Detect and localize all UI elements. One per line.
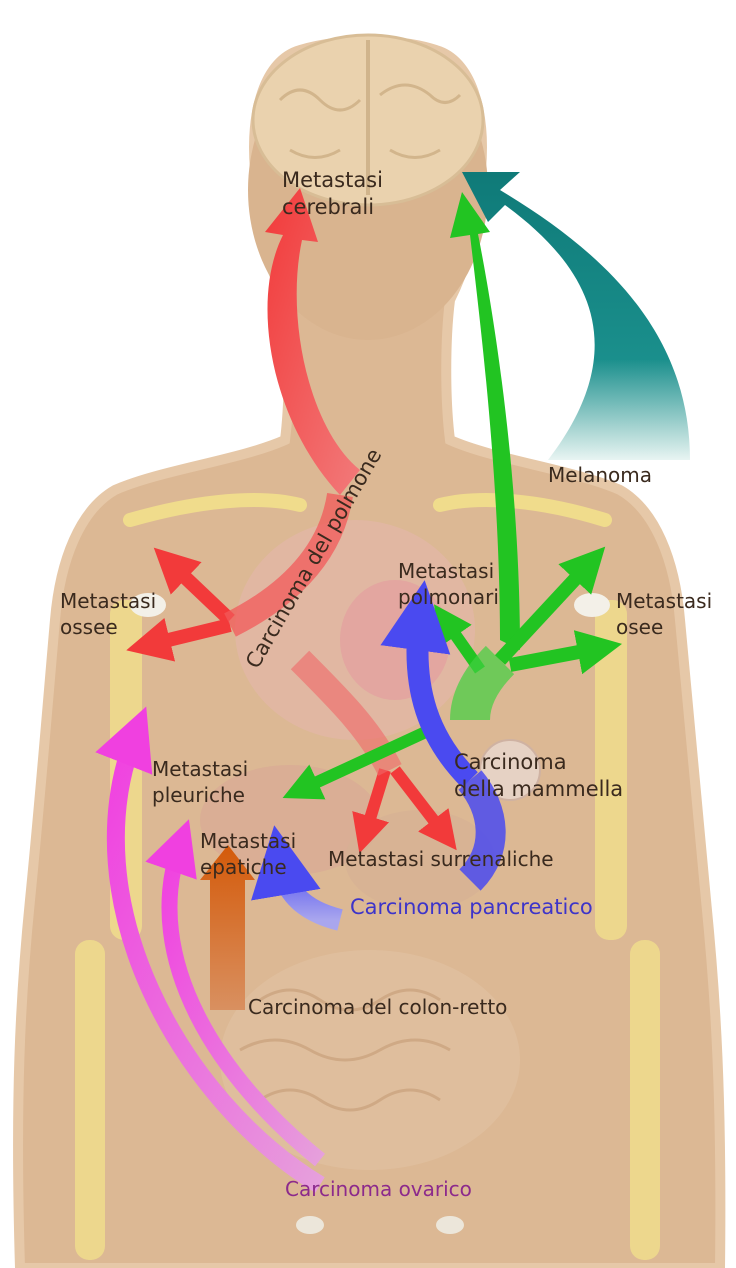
label-colorectal-cancer: Carcinoma del colon-retto xyxy=(248,994,507,1020)
label-ovarian-cancer: Carcinoma ovarico xyxy=(285,1176,472,1202)
label-melanoma: Melanoma xyxy=(548,462,652,488)
label-adrenal-metastases: Metastasi surrenaliche xyxy=(328,846,554,872)
label-pancreatic-cancer: Carcinoma pancreatico xyxy=(350,894,593,921)
